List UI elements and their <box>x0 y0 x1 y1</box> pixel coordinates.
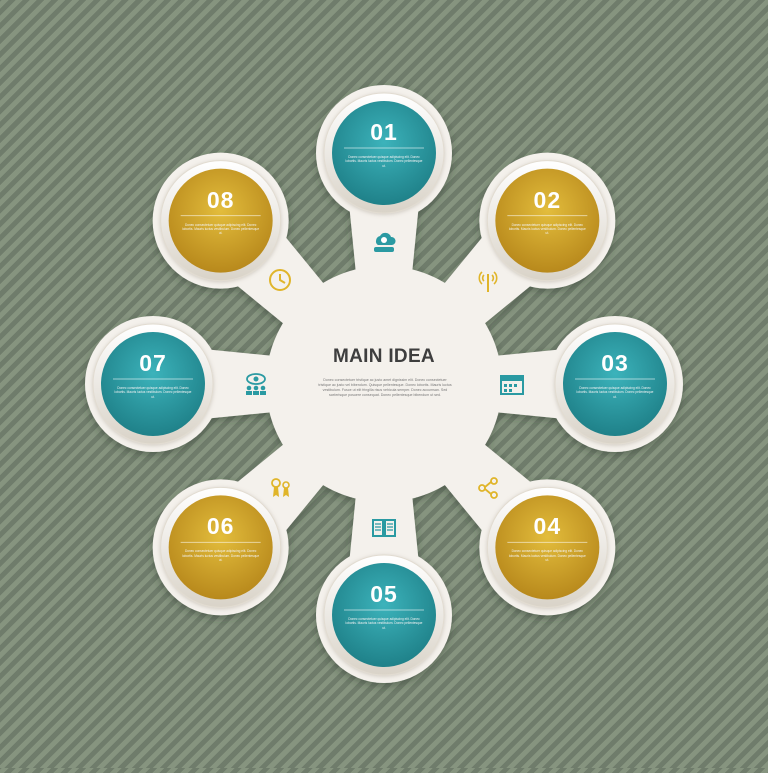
award-icon <box>266 474 294 502</box>
step-number-03: 03 <box>601 350 629 376</box>
node-circle-03[interactable] <box>563 332 667 436</box>
main-idea-text: Donec consectetuer tristique ac justo am… <box>318 378 452 397</box>
step-text-02: Donec consectetuer quisque adipiscing el… <box>508 222 586 236</box>
step-number-04: 04 <box>533 513 562 540</box>
clock-icon <box>266 266 294 294</box>
antenna-icon <box>474 266 502 294</box>
book-icon <box>370 513 398 541</box>
step-text-05: Donec consectetuer quisque adipiscing el… <box>345 617 423 630</box>
step-text-04: Donec consectetuer quisque adipiscing el… <box>508 549 586 563</box>
node-circle-04[interactable] <box>495 495 600 600</box>
step-text-01: Donec consectetuer quisque adipiscing el… <box>345 155 423 168</box>
node-circle-01[interactable] <box>332 101 436 205</box>
calendar-icon <box>498 370 526 398</box>
step-text-03: Donec consectetuer quisque adipiscing el… <box>576 386 654 399</box>
node-circle-05[interactable] <box>332 563 436 667</box>
node-circle-08[interactable] <box>168 168 273 273</box>
step-text-07: Donec consectetuer quisque adipiscing el… <box>114 386 192 399</box>
step-number-02: 02 <box>533 186 562 213</box>
step-number-07: 07 <box>139 350 167 376</box>
step-number-01: 01 <box>370 119 398 145</box>
node-rings <box>92 92 676 676</box>
step-text-06: Donec consectetuer quisque adipiscing el… <box>182 549 260 563</box>
node-circle-02[interactable] <box>495 168 600 273</box>
center-hub <box>266 266 502 502</box>
share-icon <box>474 474 502 502</box>
step-number-08: 08 <box>206 186 235 213</box>
cloud-person-icon <box>370 227 398 255</box>
step-number-05: 05 <box>370 581 398 607</box>
node-circle-07[interactable] <box>101 332 205 436</box>
step-text-08: Donec consectetuer quisque adipiscing el… <box>182 222 260 236</box>
node-circle-06[interactable] <box>168 495 273 600</box>
step-number-06: 06 <box>206 513 235 540</box>
presentation-icon <box>242 370 270 398</box>
main-idea-title: MAIN IDEA <box>333 346 435 367</box>
